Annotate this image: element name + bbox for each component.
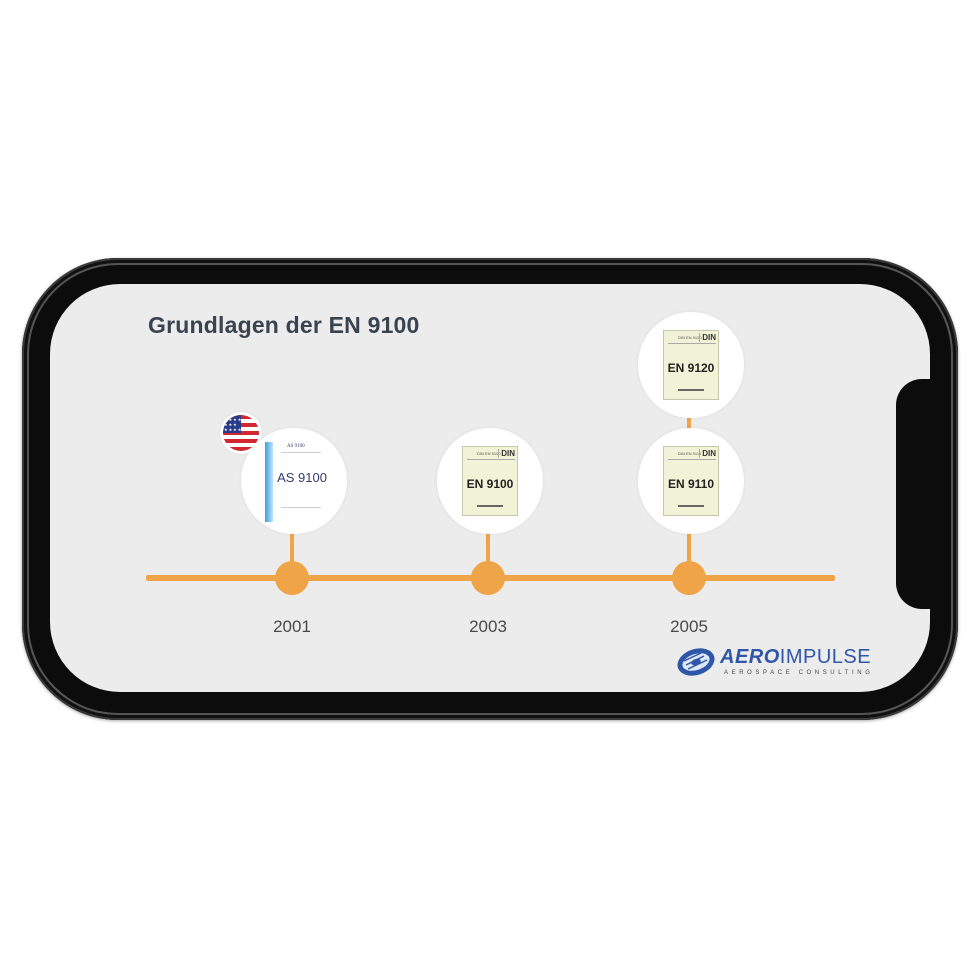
document-bubble-en9120[interactable]: DIN EN 9120 DIN EN 9120 bbox=[638, 312, 744, 418]
phone-frame: Grundlagen der EN 9100 2001 AS 9100 AS 9… bbox=[22, 258, 958, 720]
timeline-stem bbox=[486, 533, 490, 577]
document-band bbox=[265, 442, 273, 522]
timeline-connector bbox=[687, 416, 691, 430]
document-bubble-as9100[interactable]: AS 9100 AS 9100 bbox=[241, 428, 347, 534]
document-cover: DIN EN 9120 DIN EN 9120 bbox=[663, 330, 719, 400]
timeline-stem bbox=[687, 533, 691, 577]
logo-wordmark: AEROIMPULSE bbox=[720, 646, 872, 668]
document-cover: AS 9100 AS 9100 bbox=[265, 442, 327, 522]
page-title: Grundlagen der EN 9100 bbox=[148, 312, 420, 338]
document-bubble-en9110[interactable]: DIN EN 9110 DIN EN 9110 bbox=[638, 428, 744, 534]
document-title: EN 9120 bbox=[667, 361, 715, 375]
din-badge: DIN bbox=[699, 333, 716, 342]
document-cover: DIN EN 9110 DIN EN 9110 bbox=[663, 446, 719, 516]
year-label: 2003 bbox=[469, 617, 507, 636]
phone-notch bbox=[896, 379, 930, 609]
timeline-marker-2003[interactable] bbox=[471, 561, 505, 595]
document-cover: DIN EN 9100 DIN EN 9100 bbox=[462, 446, 518, 516]
timeline-marker-2001[interactable] bbox=[275, 561, 309, 595]
document-small-title: AS 9100 bbox=[287, 444, 305, 449]
document-title: EN 9100 bbox=[466, 477, 514, 491]
turbine-logo-icon bbox=[677, 648, 715, 676]
aeroimpulse-logo: AEROIMPULSE AEROSPACE CONSULTING bbox=[674, 640, 871, 684]
us-flag-icon: ★★★★ ★★★ ★★★★ bbox=[220, 412, 262, 454]
logo-tagline: AEROSPACE CONSULTING bbox=[724, 670, 874, 676]
document-title: AS 9100 bbox=[277, 470, 327, 485]
year-label: 2005 bbox=[670, 617, 708, 636]
document-bubble-en9100[interactable]: DIN EN 9100 DIN EN 9100 bbox=[437, 428, 543, 534]
document-title: EN 9110 bbox=[667, 477, 715, 491]
year-label: 2001 bbox=[273, 617, 311, 636]
timeline-stem bbox=[290, 533, 294, 577]
timeline-marker-2005[interactable] bbox=[672, 561, 706, 595]
din-badge: DIN bbox=[699, 449, 716, 458]
phone-screen: Grundlagen der EN 9100 2001 AS 9100 AS 9… bbox=[50, 284, 930, 692]
din-badge: DIN bbox=[498, 449, 515, 458]
